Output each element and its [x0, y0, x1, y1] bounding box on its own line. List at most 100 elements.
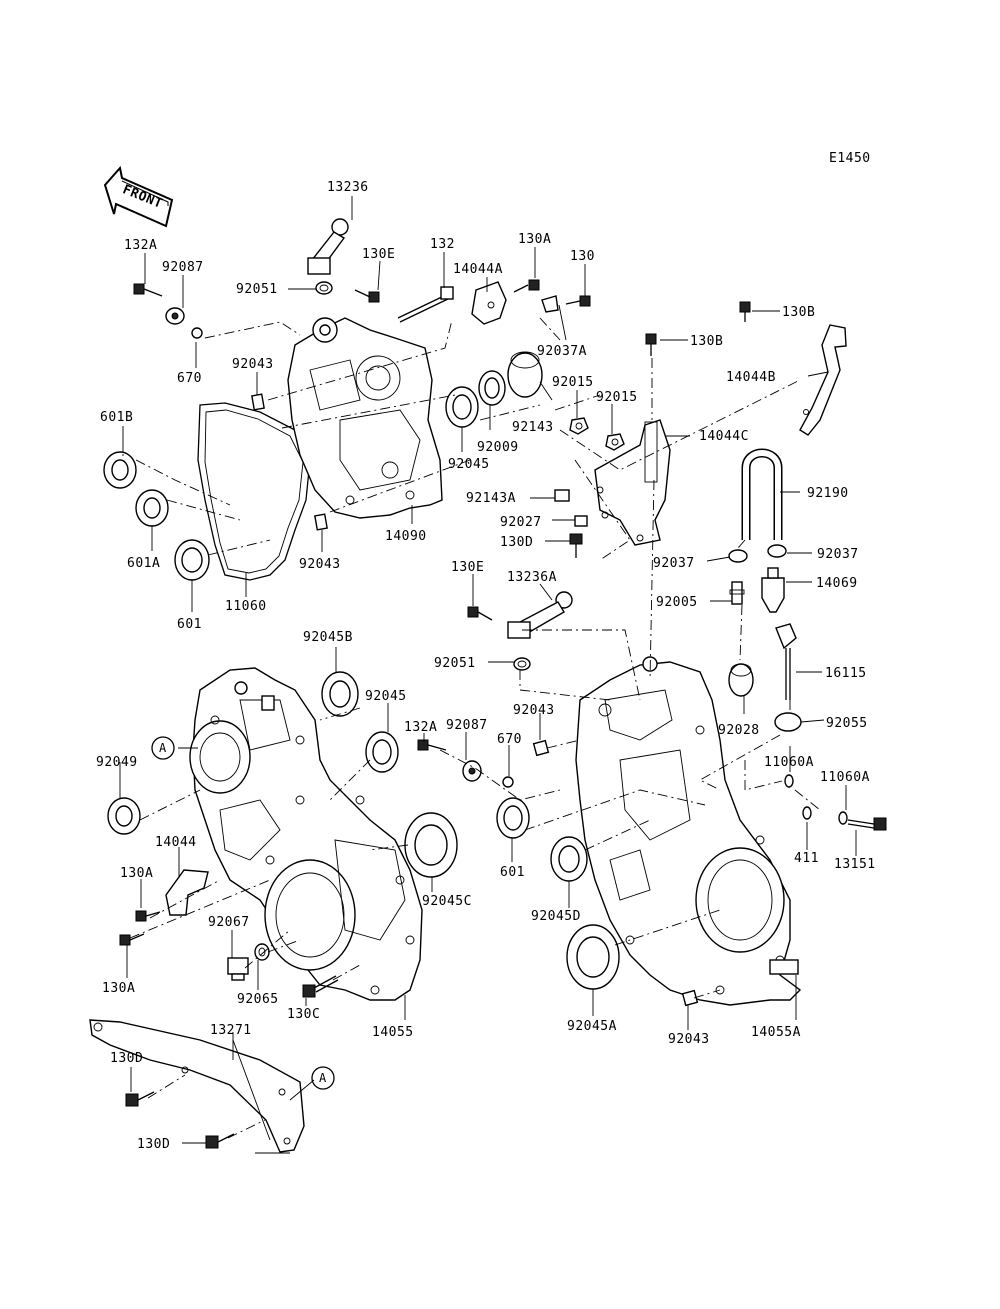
- label-92043-b: 92043: [299, 557, 341, 572]
- label-132A-mid: 132A: [404, 720, 437, 735]
- label-411: 411: [794, 851, 819, 866]
- seal-92049: [107, 797, 141, 835]
- o-ring-92055: [774, 712, 802, 732]
- label-11060: 11060: [225, 599, 267, 614]
- label-13271: 13271: [210, 1023, 252, 1038]
- nut-92015-a: [569, 417, 589, 435]
- cover-13271: [89, 1019, 305, 1153]
- label-130E-mid: 130E: [451, 560, 484, 575]
- seal-601A: [135, 489, 169, 527]
- label-14044A: 14044A: [453, 262, 503, 277]
- label-92045A: 92045A: [567, 1019, 617, 1034]
- label-14090: 14090: [385, 529, 427, 544]
- label-92045-mid: 92045: [365, 689, 407, 704]
- label-130A-top: 130A: [518, 232, 551, 247]
- label-92015-b: 92015: [596, 390, 638, 405]
- pin-92043-b: [314, 513, 328, 531]
- label-92045-top: 92045: [448, 457, 490, 472]
- label-601A: 601A: [127, 556, 160, 571]
- label-92051-mid: 92051: [434, 656, 476, 671]
- label-14055: 14055: [372, 1025, 414, 1040]
- o-ring-670-top: [191, 327, 203, 339]
- label-13236: 13236: [327, 180, 369, 195]
- collar-92143A: [554, 489, 570, 502]
- collar-92028: [728, 663, 754, 697]
- label-92015-a: 92015: [552, 375, 594, 390]
- label-13151: 13151: [834, 857, 876, 872]
- pin-92043-c: [532, 739, 550, 757]
- diagram-code: E1450: [829, 151, 871, 166]
- bearing-92045-mid: [365, 731, 399, 773]
- label-92049: 92049: [96, 755, 138, 770]
- ref-mark-a-1-label: A: [159, 741, 167, 755]
- collar-92143: [507, 351, 543, 398]
- label-11060A-a: 11060A: [764, 755, 814, 770]
- gasket-11060: [197, 402, 311, 581]
- label-130D-b: 130D: [137, 1137, 170, 1152]
- seal-92009: [478, 370, 506, 406]
- washer-92051-mid: [513, 657, 531, 671]
- bolt-132A-mid: [417, 739, 447, 751]
- label-92065: 92065: [237, 992, 279, 1007]
- bolt-13151: [847, 817, 887, 831]
- label-670-mid: 670: [497, 732, 522, 747]
- label-92087-mid: 92087: [446, 718, 488, 733]
- bolt-130E-top: [354, 289, 380, 303]
- shift-arm-13236: [307, 218, 349, 275]
- label-130A-a: 130A: [120, 866, 153, 881]
- washer-92065: [254, 943, 270, 961]
- label-130B-b: 130B: [690, 334, 723, 349]
- label-92043-a: 92043: [232, 357, 274, 372]
- label-92005: 92005: [656, 595, 698, 610]
- label-92067: 92067: [208, 915, 250, 930]
- label-132: 132: [430, 237, 455, 252]
- bolt-130D-mid: [569, 533, 583, 558]
- washer-92051-top: [315, 281, 333, 295]
- cover-14090: [287, 317, 443, 519]
- plug-92067: [227, 957, 249, 981]
- bolt-130A-top: [513, 279, 540, 293]
- seal-601B: [103, 451, 137, 489]
- label-130B-a: 130B: [782, 305, 815, 320]
- bolt-130E-mid: [467, 606, 493, 621]
- label-92045D: 92045D: [531, 909, 581, 924]
- label-14044B: 14044B: [726, 370, 776, 385]
- label-92087-top: 92087: [162, 260, 204, 275]
- label-670-top: 670: [177, 371, 202, 386]
- bearing-92045D: [550, 836, 588, 882]
- label-601-mid: 601: [500, 865, 525, 880]
- bearing-92045A: [566, 924, 620, 990]
- bracket-14044C: [594, 419, 671, 546]
- label-92190: 92190: [807, 486, 849, 501]
- label-130D-a: 130D: [110, 1051, 143, 1066]
- label-13236A: 13236A: [507, 570, 557, 585]
- label-601B: 601B: [100, 410, 133, 425]
- breather-14069: [761, 567, 785, 613]
- label-92043-d: 92043: [668, 1032, 710, 1047]
- bearing-92045B: [321, 671, 359, 717]
- label-92143A: 92143A: [466, 491, 516, 506]
- bolt-132: [397, 286, 454, 323]
- hose-92190: [741, 448, 783, 540]
- nut-92015-b: [605, 433, 625, 451]
- label-130E-top: 130E: [362, 247, 395, 262]
- ref-mark-a-1: A: [151, 736, 175, 760]
- label-14044C: 14044C: [699, 429, 749, 444]
- leader-lines: [119, 196, 857, 1154]
- washer-92087-top: [165, 307, 185, 325]
- part-labels: 13236 132A 92087 130E 132 130A 130 14044…: [96, 180, 876, 1152]
- label-132A-top: 132A: [124, 238, 157, 253]
- ref-mark-a-2: A: [311, 1066, 335, 1090]
- bracket-14044: [165, 869, 209, 916]
- label-92009: 92009: [477, 440, 519, 455]
- label-14069: 14069: [816, 576, 858, 591]
- clamp-92037A: [541, 295, 559, 313]
- bolt-130D-b: [205, 1133, 235, 1149]
- washer-11060A-b: [838, 811, 848, 825]
- dipstick-16115: [775, 623, 797, 700]
- label-92045B: 92045B: [303, 630, 353, 645]
- ref-mark-a-2-label: A: [319, 1071, 327, 1085]
- shift-arm-13236A: [507, 591, 573, 639]
- bolt-130B-b: [645, 333, 657, 356]
